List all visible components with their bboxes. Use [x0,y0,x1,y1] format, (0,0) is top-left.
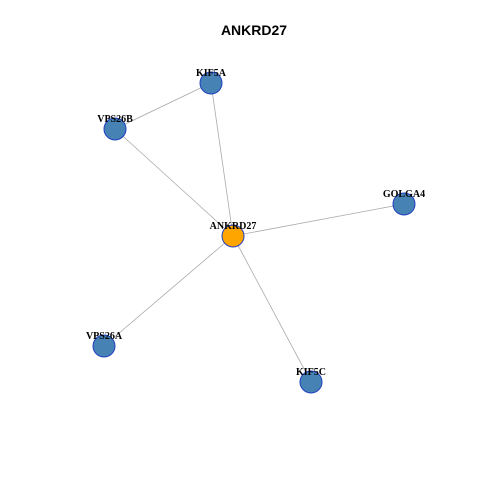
edge-ankrd27-vps26b [114,128,234,237]
node-label-ankrd27: ANKRD27 [210,221,257,232]
node-label-vps26b: VPS26B [97,114,133,125]
node-vps26b [103,117,127,141]
edge-kif5a-vps26b [114,82,212,130]
edge-ankrd27-golga4 [232,203,405,237]
node-label-golga4: GOLGA4 [383,189,425,200]
node-label-vps26a: VPS26A [86,331,123,342]
node-label-kif5a: KIF5A [196,68,227,79]
node-label-kif5c: KIF5C [296,367,326,378]
node-kif5a [199,71,223,95]
edge-ankrd27-vps26a [103,235,234,347]
edges-layer [103,82,405,383]
node-golga4 [392,192,416,216]
node-vps26a [92,334,116,358]
graph-title: ANKRD27 [221,22,287,38]
node-kif5c [299,370,323,394]
nodes-layer [92,71,416,394]
edge-ankrd27-kif5a [210,82,234,237]
edge-ankrd27-kif5c [232,235,312,383]
node-ankrd27 [221,224,245,248]
